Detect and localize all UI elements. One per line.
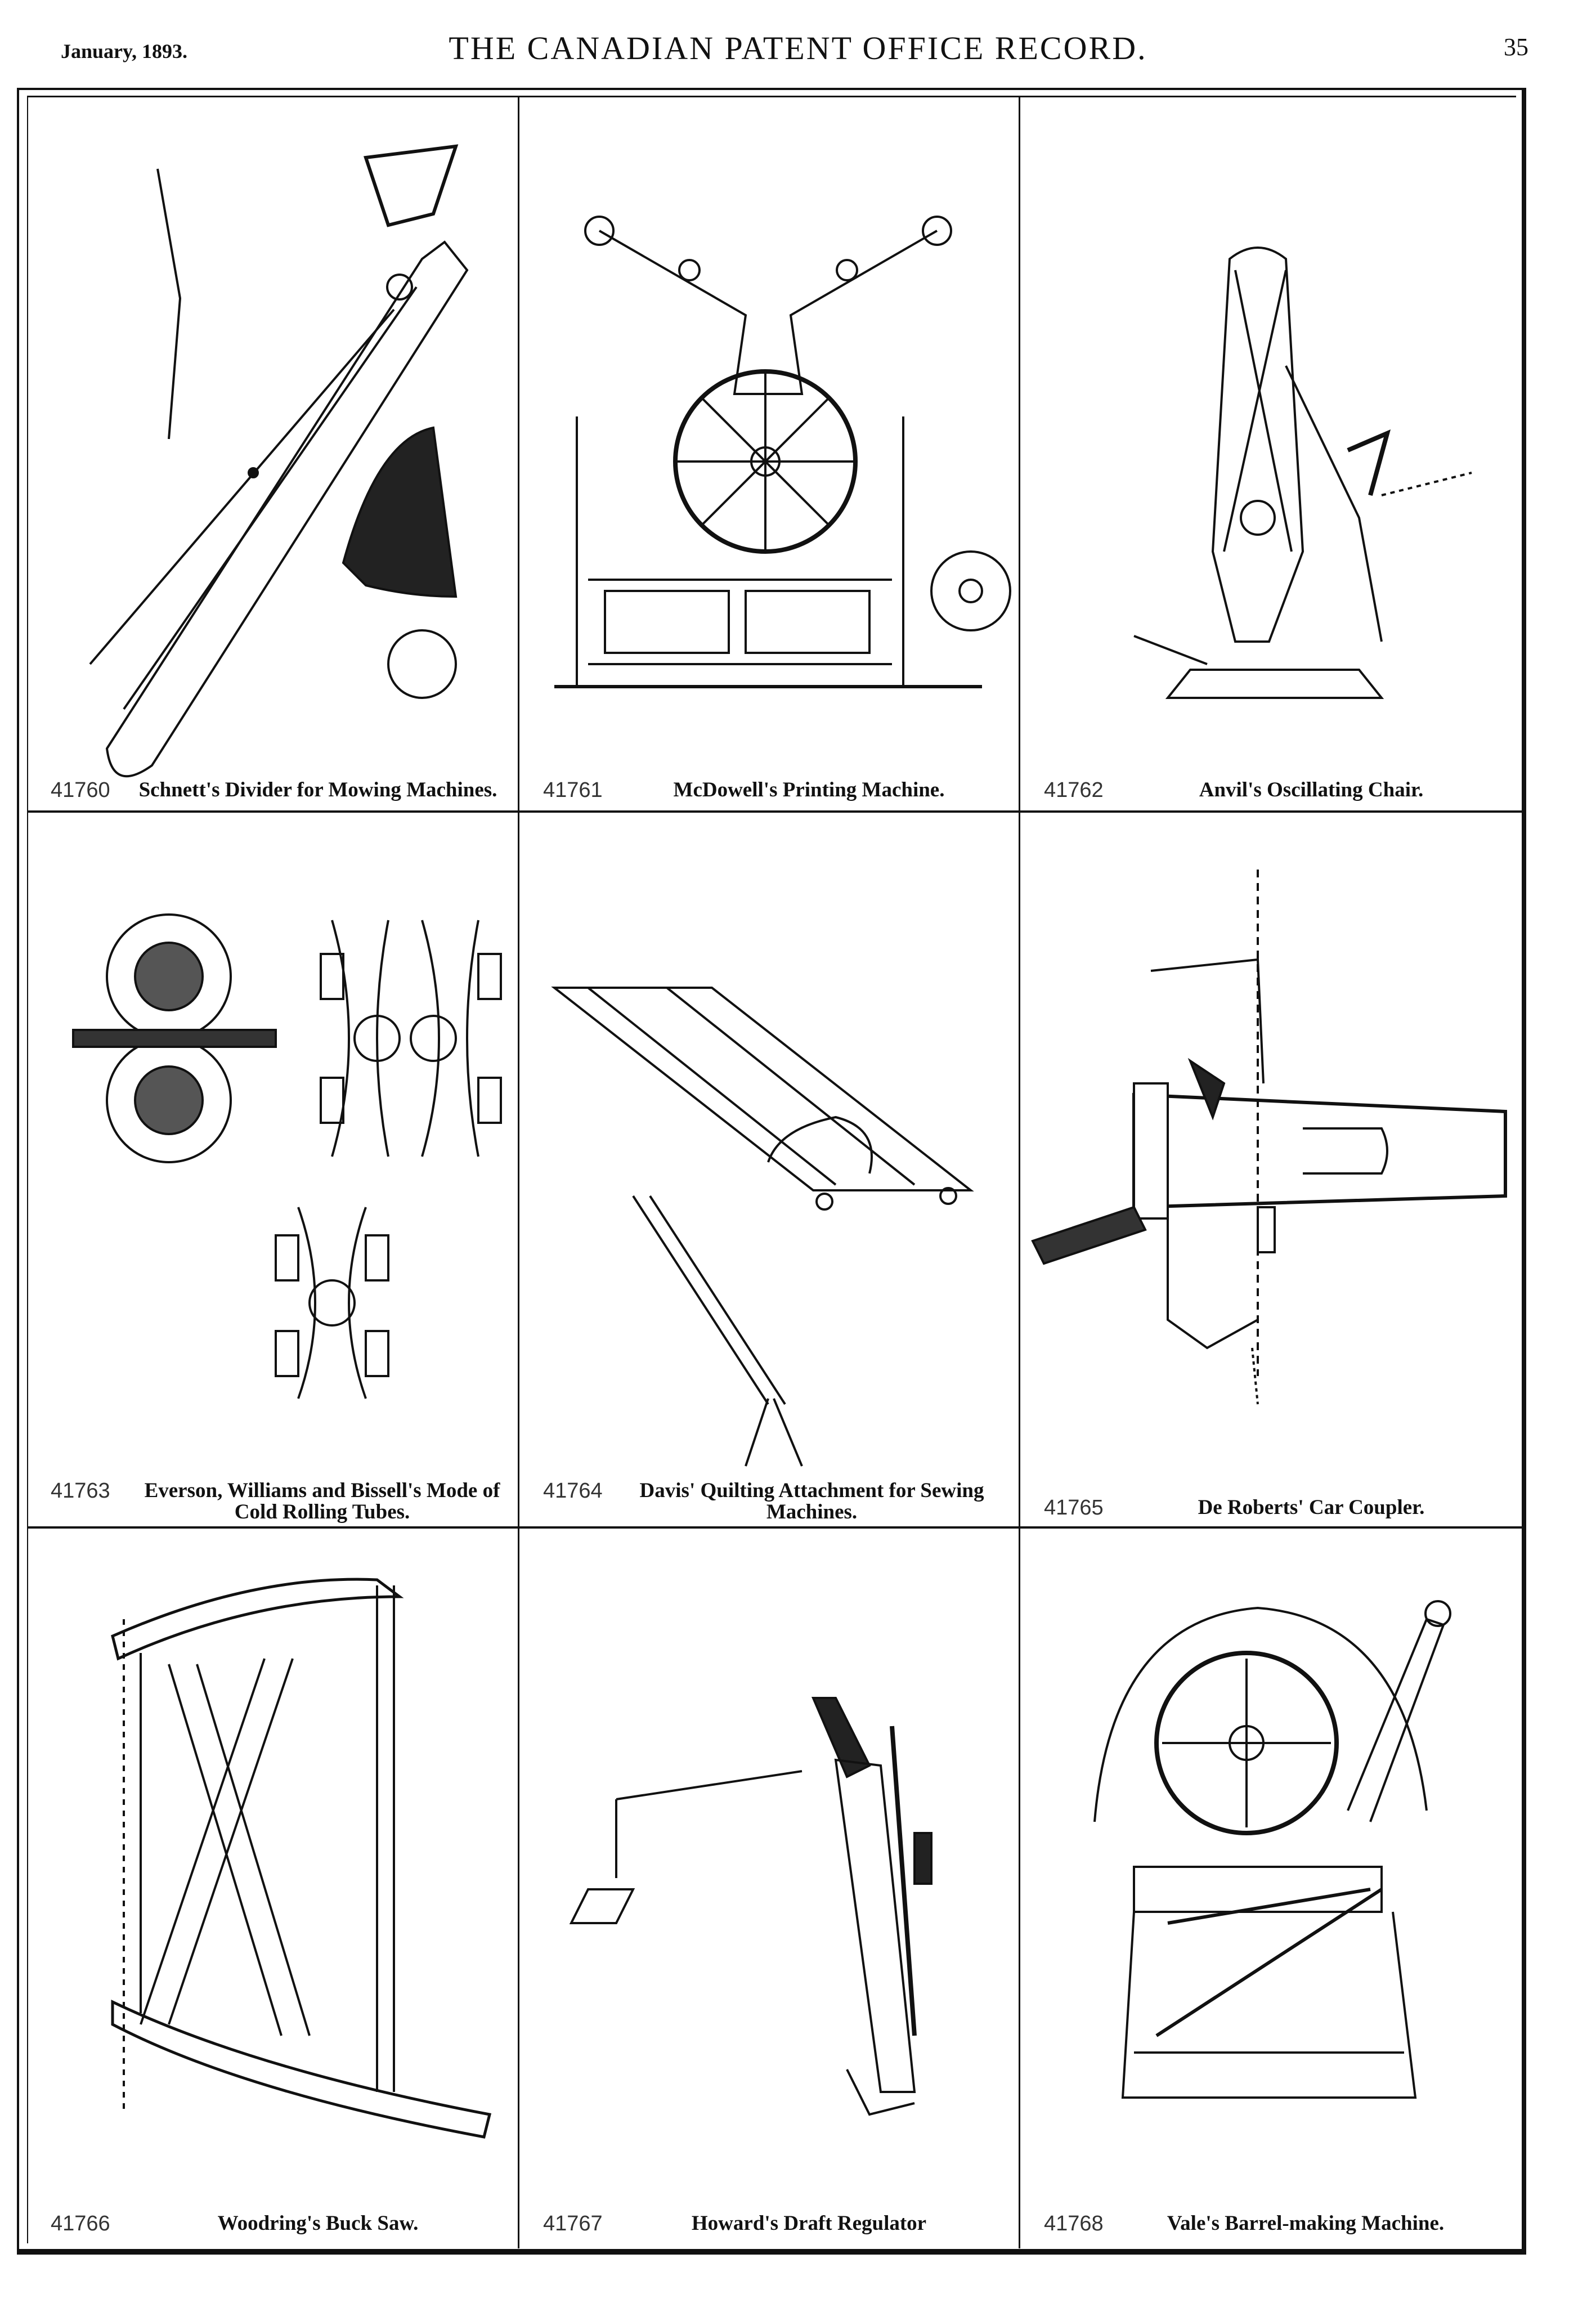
column-divider <box>518 96 519 2248</box>
patent-cell-41766: 41766 Woodring's Buck Saw. <box>28 1529 518 2250</box>
patent-title: Everson, Williams and Bissell's Mode of … <box>144 1479 500 1524</box>
row-divider <box>28 1526 1522 1529</box>
patent-number: 41765 <box>1044 1496 1104 1520</box>
patent-number: 41761 <box>543 778 603 802</box>
column-divider <box>1019 96 1020 2248</box>
patent-number: 41762 <box>1044 778 1104 802</box>
patent-cell-41760: 41760 Schnett's Divider for Mowing Machi… <box>28 101 518 810</box>
patent-title: De Roberts' Car Coupler. <box>1198 1496 1425 1519</box>
patent-number: 41767 <box>543 2212 603 2235</box>
patent-cell-41765: 41765 De Roberts' Car Coupler. <box>1021 813 1522 1526</box>
printing-machine-drawing <box>521 101 1019 810</box>
page-frame <box>17 88 1526 2255</box>
patent-title: Woodring's Buck Saw. <box>217 2212 419 2235</box>
car-coupler-drawing <box>1021 813 1522 1526</box>
row-divider <box>28 810 1522 813</box>
patent-number: 41764 <box>543 1479 603 1503</box>
draft-regulator-drawing <box>521 1529 1019 2250</box>
page-number: 35 <box>1504 33 1528 61</box>
patent-number: 41768 <box>1044 2212 1104 2235</box>
oscillating-chair-drawing <box>1021 101 1522 810</box>
patent-cell-41762: 41762 Anvil's Oscillating Chair. <box>1021 101 1522 810</box>
tube-rolling-drawing <box>28 813 518 1526</box>
issue-date: January, 1893. <box>61 40 188 62</box>
patent-cell-41763: 41763 Everson, Williams and Bissell's Mo… <box>28 813 518 1526</box>
patent-number: 41760 <box>51 778 110 802</box>
patent-cell-41761: 41761 McDowell's Printing Machine. <box>521 101 1019 810</box>
barrel-machine-drawing <box>1021 1529 1522 2250</box>
patent-title: McDowell's Printing Machine. <box>673 778 945 801</box>
publication-title: THE CANADIAN PATENT OFFICE RECORD. <box>449 30 1147 66</box>
buck-saw-drawing <box>28 1529 518 2250</box>
quilting-attachment-drawing <box>521 813 1019 1526</box>
patent-title: Vale's Barrel-making Machine. <box>1167 2212 1445 2235</box>
patent-title: Davis' Quilting Attachment for Sewing Ma… <box>639 1479 984 1524</box>
patent-title: Anvil's Oscillating Chair. <box>1199 778 1424 801</box>
patent-cell-41768: 41768 Vale's Barrel-making Machine. <box>1021 1529 1522 2250</box>
patent-number: 41763 <box>51 1479 110 1503</box>
patent-title: Schnett's Divider for Mowing Machines. <box>138 778 497 801</box>
patent-cell-41767: 41767 Howard's Draft Regulator <box>521 1529 1019 2250</box>
patent-number: 41766 <box>51 2212 110 2235</box>
mowing-divider-drawing <box>28 101 518 810</box>
patent-cell-41764: 41764 Davis' Quilting Attachment for Sew… <box>521 813 1019 1526</box>
patent-title: Howard's Draft Regulator <box>691 2212 927 2235</box>
